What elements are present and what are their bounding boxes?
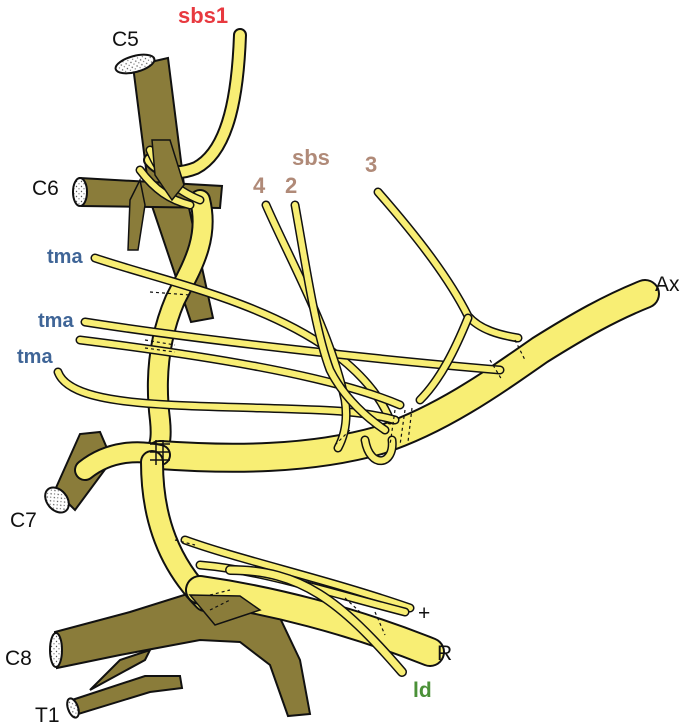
- nerve-ld-branch: [225, 565, 407, 677]
- nerve-tma-2: [75, 317, 505, 410]
- crossing-marks: [144, 291, 526, 636]
- label-tma-2: tma: [38, 310, 74, 332]
- label-sbs-4: 4: [253, 173, 266, 198]
- label-c7: C7: [10, 509, 37, 532]
- nerve-main-trunk-to-ax: [145, 279, 660, 473]
- nerve-sbs-2: [290, 200, 390, 435]
- nerve-tma-1: [90, 253, 395, 425]
- label-sbs-2: 2: [285, 173, 297, 198]
- nerve-upper-trunk: [139, 189, 214, 469]
- label-c5: C5: [112, 28, 139, 51]
- cut-ends: [44, 53, 156, 719]
- label-ax: Ax: [655, 273, 680, 296]
- label-plus: +: [418, 602, 430, 625]
- nerve-tma-3: [53, 367, 400, 425]
- label-sbs: sbs: [292, 145, 330, 170]
- label-c8: C8: [5, 647, 32, 670]
- junction-hash: [150, 440, 170, 465]
- nerve-sbs-4: [261, 200, 351, 453]
- label-ld: ld: [413, 679, 432, 702]
- label-tma-1: tma: [47, 246, 83, 268]
- label-t1: T1: [35, 704, 60, 725]
- label-sbs-3: 3: [365, 152, 377, 177]
- nerve-sbs-3: [373, 187, 523, 405]
- label-sbs1: sbs1: [178, 3, 228, 28]
- nerve-radial: [185, 575, 445, 667]
- root-c8-overlay: [188, 594, 262, 626]
- label-c6: C6: [32, 177, 59, 200]
- label-tma-3: tma: [17, 346, 53, 368]
- root-c5-overlay: [127, 139, 185, 251]
- nerve-loop: [360, 435, 397, 466]
- label-r: R: [437, 642, 452, 665]
